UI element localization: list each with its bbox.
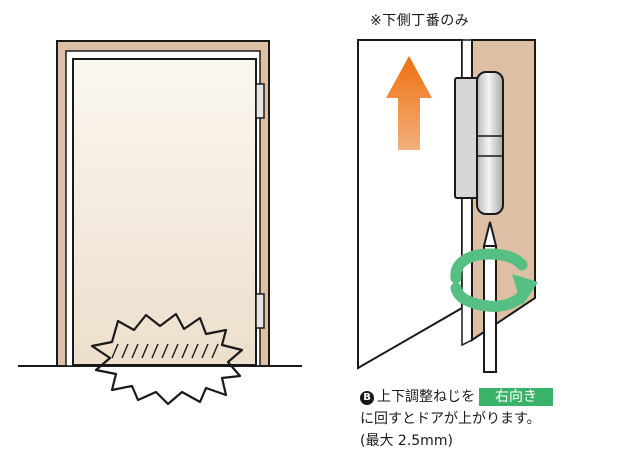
burst-icon — [90, 312, 244, 406]
step-badge: B — [360, 391, 374, 405]
caption-line-2: に回すとドアが上がります。 — [360, 411, 541, 427]
direction-badge: 右向き — [479, 388, 553, 406]
caption-text-1: 上下調整ねじを — [377, 389, 475, 405]
caption-line-3: (最大 2.5mm) — [360, 433, 453, 449]
hinge-icon — [255, 83, 265, 119]
hinge-icon — [255, 293, 265, 329]
door-illustration — [18, 40, 302, 406]
up-arrow-icon — [386, 56, 432, 150]
hinge-closeup — [357, 39, 538, 373]
door-leaf — [72, 58, 257, 366]
rotate-arrow-icon — [450, 248, 538, 312]
screwdriver-icon — [482, 221, 498, 373]
scrape-hatch — [111, 343, 219, 359]
lower-hinge-note: ※下側丁番のみ — [370, 13, 470, 29]
hinge-barrel — [476, 71, 504, 215]
